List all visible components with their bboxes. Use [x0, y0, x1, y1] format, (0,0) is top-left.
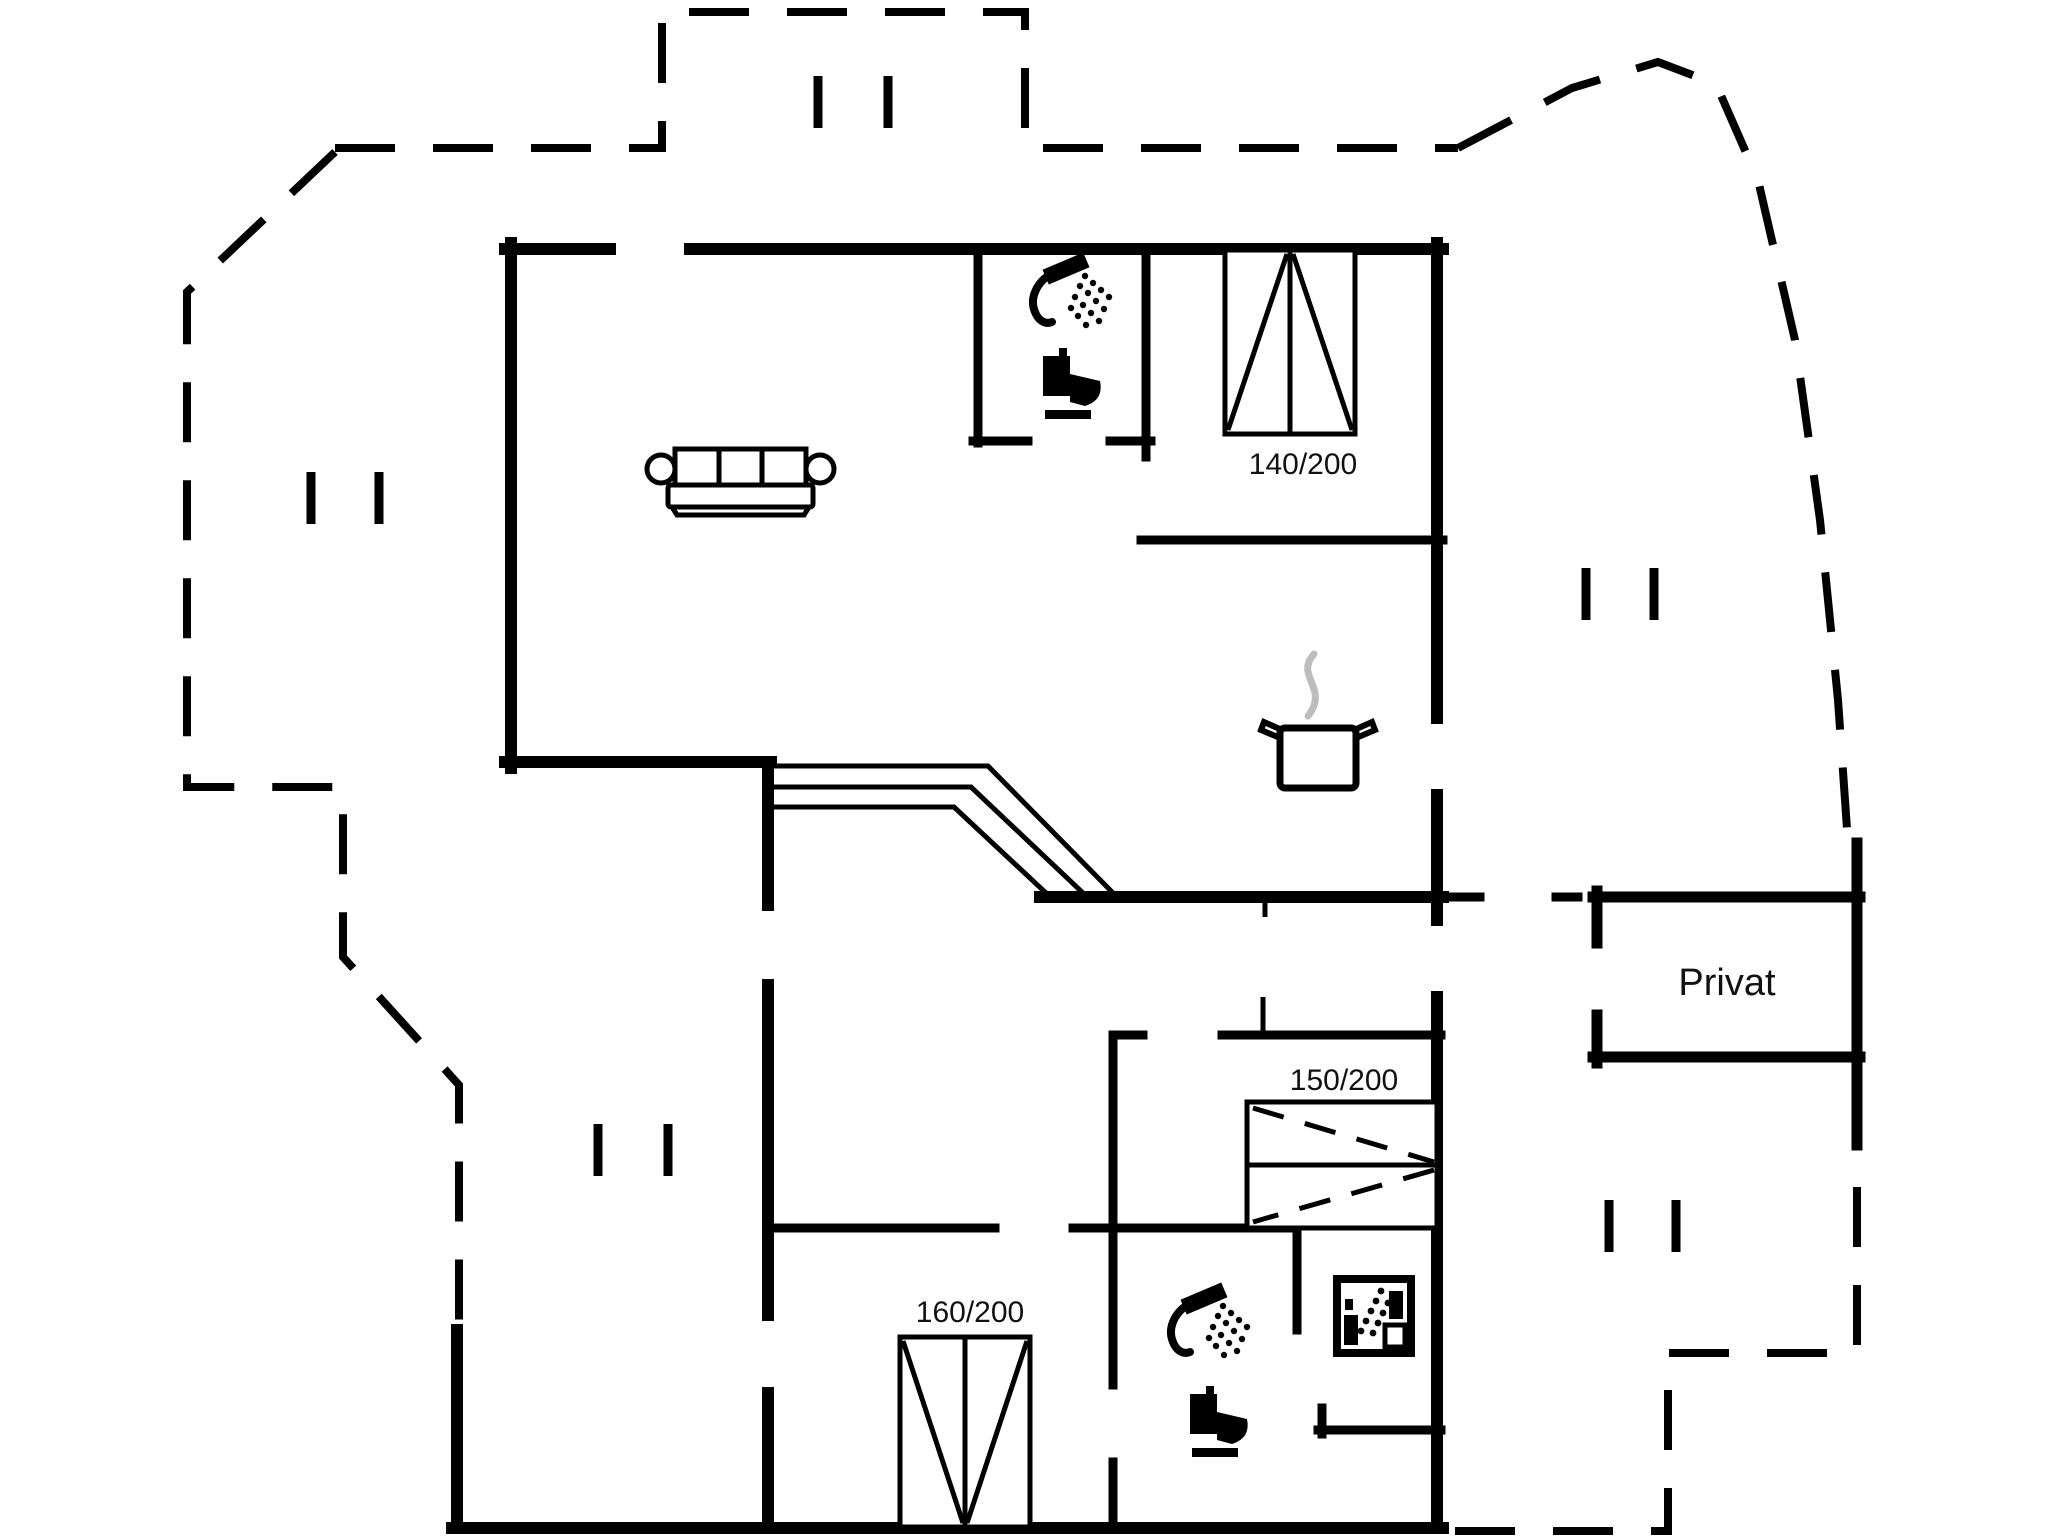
privat-annex-walls — [1587, 837, 1866, 1151]
sofa-icon — [644, 446, 837, 518]
bed-140x200 — [1222, 247, 1358, 437]
dishwasher-icon — [1333, 1275, 1415, 1357]
stair-stringer-1 — [770, 763, 1115, 895]
wall-utility-corner — [1313, 1403, 1446, 1439]
door-jamb-ticks — [1260, 897, 1268, 1035]
terrace-boundary-top — [335, 8, 1458, 152]
toilet-icon-lower — [1190, 1386, 1248, 1457]
bed-150x200 — [1244, 1099, 1440, 1231]
privat-room-label: Privat — [1678, 962, 1776, 1004]
steam — [1304, 650, 1319, 720]
terrace-boundary-right — [1456, 57, 1852, 844]
shower-icon-upper — [1033, 263, 1112, 328]
cooking-pot-icon — [1257, 650, 1379, 792]
toilet-icon-upper — [1043, 348, 1101, 419]
stair-stringer-2 — [770, 784, 1085, 895]
bed-label-150x200: 150/200 — [1290, 1064, 1398, 1097]
bed-label-160x200: 160/200 — [916, 1296, 1024, 1329]
shower-icon-lower — [1171, 1293, 1250, 1358]
terrace-steps — [306, 76, 1681, 1252]
bed-label-140x200: 140/200 — [1249, 448, 1357, 481]
terrace-boundary-left — [183, 149, 463, 1332]
step-ticks-left — [306, 472, 384, 524]
bed-160x200 — [897, 1334, 1033, 1530]
step-ticks-top — [813, 76, 893, 128]
step-ticks-bottom-left — [593, 1124, 673, 1176]
stair-stringer-3 — [770, 804, 1048, 895]
terrace-boundary — [183, 8, 1861, 1535]
wall-corridor-right — [1108, 1030, 1148, 1533]
terrace-boundary-bottom-right — [1455, 1150, 1861, 1535]
step-ticks-right — [1581, 568, 1659, 620]
step-ticks-below-privat — [1604, 1200, 1681, 1252]
stairs — [770, 763, 1115, 895]
